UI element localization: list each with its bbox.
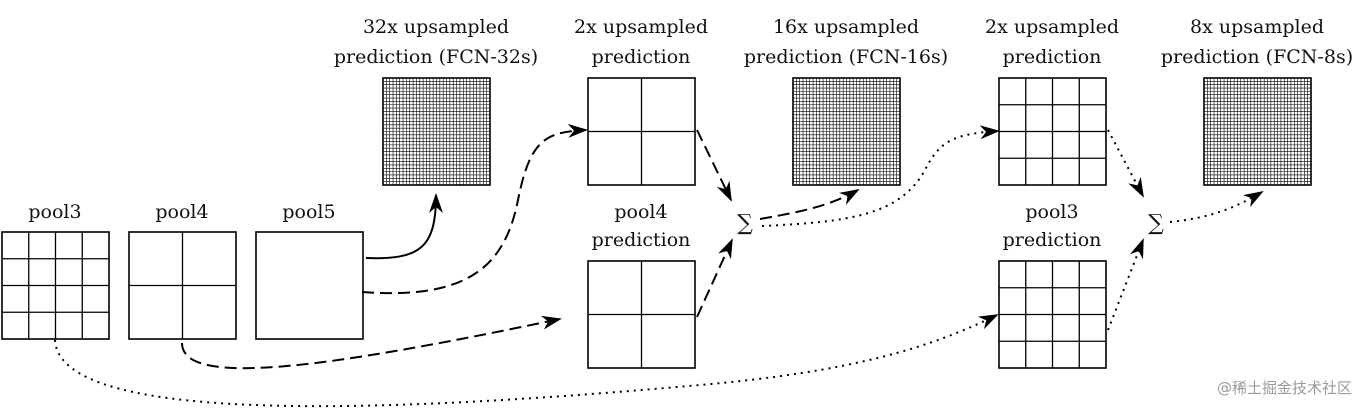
pool4-feature-map (128, 231, 237, 340)
pool4-prediction-map (587, 260, 696, 369)
pool4-prediction-to-sum-arrow (696, 238, 733, 318)
sum-to-2x-upsampled-dotted-arrow (761, 125, 1000, 227)
watermark: @稀土掘金技术社区 (1217, 379, 1352, 397)
pool4-prediction-label-line1: pool4 (614, 201, 667, 223)
pool3-to-pool3-prediction-arrow (54, 314, 999, 408)
sum-node-2: ∑ (1148, 211, 1164, 236)
pool5-label: pool5 (282, 201, 335, 223)
fcn16s-label-line2: prediction (FCN-16s) (744, 46, 948, 68)
sum2-to-fcn8s-arrow (1169, 190, 1264, 223)
fcn16s-prediction-map (792, 77, 901, 186)
pool3-prediction-label-line1: pool3 (1025, 201, 1078, 223)
2x-upsampled-prediction-map-a (587, 77, 696, 186)
2x-upsampled-label-line1: 2x upsampled (574, 16, 708, 38)
pool4-to-pool4-prediction-arrow (181, 315, 562, 370)
pool5-to-2x-upsampled-arrow (361, 123, 588, 295)
2x-upsampled-b-to-sum2-arrow (1107, 129, 1144, 198)
fcn8s-label-line2: prediction (FCN-8s) (1161, 46, 1353, 68)
2x-upsampled-prediction-map-b (998, 77, 1107, 186)
2x-upsampled-label-line2: prediction (592, 46, 691, 68)
pool3-prediction-map (998, 260, 1107, 369)
pool4-prediction-label-line2: prediction (592, 229, 691, 251)
2x-upsampled-b-label-line1: 2x upsampled (985, 16, 1119, 38)
2x-upsampled-b-label-line2: prediction (1003, 46, 1102, 68)
fcn32s-label-line1: 32x upsampled (363, 16, 509, 38)
pool5-to-fcn32s-arrow (365, 193, 443, 260)
fcn8s-label-line1: 8x upsampled (1190, 16, 1324, 38)
pool3-label: pool3 (28, 201, 81, 223)
pool3-feature-map (1, 231, 110, 340)
sum-to-fcn16s-arrow (759, 189, 860, 220)
fcn8s-prediction-map (1203, 77, 1312, 186)
2x-upsampled-to-sum-arrow (696, 129, 732, 202)
fcn32s-prediction-map (382, 77, 491, 186)
grid-frame (255, 231, 364, 340)
fcn16s-label-line1: 16x upsampled (773, 16, 919, 38)
sum-node-1: ∑ (737, 211, 753, 236)
pool3-prediction-to-sum2-arrow (1107, 238, 1144, 331)
fcn32s-label-line2: prediction (FCN-32s) (334, 46, 538, 68)
pool4-label: pool4 (155, 201, 208, 223)
pool5-feature-map (255, 231, 364, 340)
pool3-prediction-label-line2: prediction (1003, 229, 1102, 251)
